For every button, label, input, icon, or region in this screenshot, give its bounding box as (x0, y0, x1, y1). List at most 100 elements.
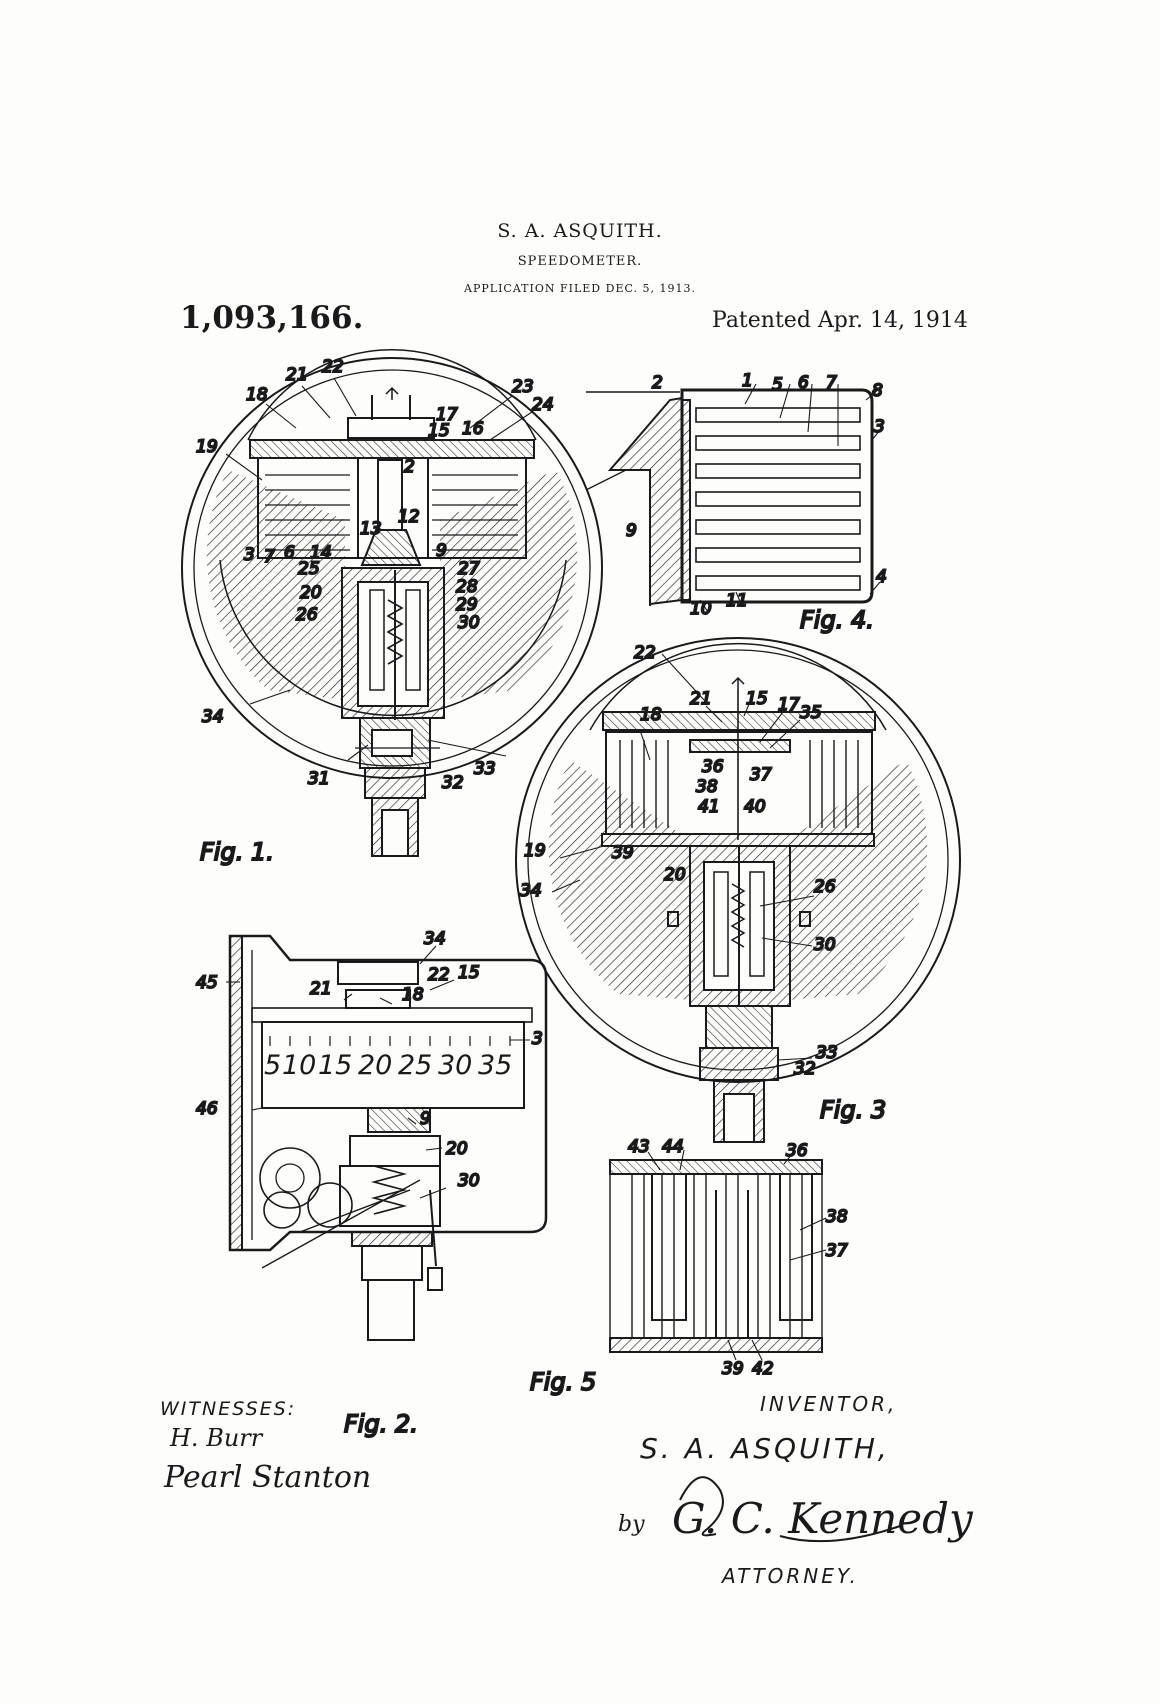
fig1-ref-21: 21 (286, 365, 308, 385)
fig4-label: Fig. 4. (800, 606, 874, 634)
fig3-ref-20: 20 (664, 865, 686, 885)
dial-number: 15 (318, 1050, 352, 1081)
fig3-ref-21: 21 (690, 689, 712, 709)
fig4-ref-9: 9 (626, 521, 637, 541)
fig1-ref-18: 18 (246, 385, 268, 405)
fig5-ref-36: 36 (786, 1141, 808, 1161)
patent-number: 1,093,166. (180, 300, 364, 336)
dial-number: 10 (282, 1050, 316, 1081)
fig4-ref-5: 5 (772, 375, 783, 395)
fig3-ref-37: 37 (750, 765, 772, 785)
witnesses-label: WITNESSES: (160, 1398, 297, 1420)
attorney-label: ATTORNEY. (722, 1564, 859, 1588)
fig1-ref-12: 12 (398, 507, 420, 527)
fig2-dial-scale: 5 10 15 20 25 30 35 (264, 1050, 512, 1081)
fig1-ref-16: 16 (462, 419, 484, 439)
inventor-label: INVENTOR, (760, 1392, 898, 1416)
fig4-ref-1: 1 (742, 371, 753, 391)
dial-number: 35 (478, 1050, 512, 1081)
fig5-ref-42: 42 (752, 1359, 774, 1379)
fig3-ref-22: 22 (634, 643, 656, 663)
fig1-ref-17: 17 (436, 405, 458, 425)
fig3-ref-40: 40 (744, 797, 766, 817)
fig1-ref-31: 31 (308, 769, 330, 789)
witness-signature-1: H. Burr (170, 1424, 263, 1452)
fig1-ref-13: 13 (360, 519, 382, 539)
fig4-ref-3: 3 (874, 417, 885, 437)
fig2-ref-34: 34 (424, 929, 446, 949)
fig2-label: Fig. 2. (344, 1410, 418, 1438)
fig1-ref-32: 32 (442, 773, 464, 793)
signature-flourishes (679, 1476, 901, 1543)
fig2-ref-45: 45 (196, 973, 218, 993)
fig3-ref-39: 39 (612, 843, 634, 863)
figure-2: 5 10 15 20 25 30 35 (195, 928, 548, 1439)
fig3-ref-30: 30 (814, 935, 836, 955)
by-label: by (618, 1512, 645, 1537)
fig4-ref-7: 7 (826, 373, 837, 393)
dial-number: 30 (438, 1050, 472, 1081)
fig4-ref-10: 10 (690, 599, 712, 619)
patent-date: Patented Apr. 14, 1914 (712, 308, 968, 333)
fig3-ref-41: 41 (698, 797, 720, 817)
witness-signature-2: Pearl Stanton (164, 1460, 372, 1495)
fig1-ref-34: 34 (202, 707, 224, 727)
fig3-ref-32: 32 (794, 1059, 816, 1079)
dial-number: 20 (358, 1050, 392, 1081)
fig1-ref-26: 26 (296, 605, 318, 625)
fig5-ref-43: 43 (628, 1137, 650, 1157)
fig1-label: Fig. 1. (200, 838, 274, 866)
fig1-ref-33: 33 (474, 759, 496, 779)
header-inventor: S. A. ASQUITH. (497, 220, 663, 242)
fig1-ref-25: 25 (298, 559, 320, 579)
fig3-ref-15: 15 (746, 689, 768, 709)
fig5-ref-38: 38 (826, 1207, 848, 1227)
fig1-ref-20: 20 (300, 583, 322, 603)
fig5-ref-37: 37 (826, 1241, 848, 1261)
fig4-ref-8: 8 (872, 381, 883, 401)
fig3-ref-34: 34 (520, 881, 542, 901)
fig2-ref-46: 46 (196, 1099, 218, 1119)
fig1-ref-9: 9 (436, 541, 447, 561)
fig3-ref-33: 33 (816, 1043, 838, 1063)
fig1-ref-19: 19 (196, 437, 218, 457)
header-title: SPEEDOMETER. (517, 254, 643, 269)
header-filing-date: APPLICATION FILED DEC. 5, 1913. (464, 282, 696, 295)
fig2-ref-18: 18 (402, 985, 424, 1005)
fig1-ref-14: 14 (310, 543, 332, 563)
fig1-ref-22: 22 (322, 357, 344, 377)
fig5-ref-39: 39 (722, 1359, 744, 1379)
fig1-ref-7: 7 (264, 547, 275, 567)
fig2-ref-3: 3 (532, 1029, 543, 1049)
fig2-ref-22: 22 (428, 965, 450, 985)
fig4-ref-6: 6 (798, 373, 809, 393)
fig2-ref-20: 20 (446, 1139, 468, 1159)
fig3-ref-38: 38 (696, 777, 718, 797)
figure-1: 22 21 18 23 24 17 15 16 19 2 12 13 3 7 6… (181, 348, 603, 867)
fig4-ref-4: 4 (876, 567, 887, 587)
fig4-ref-2: 2 (652, 373, 663, 393)
fig1-ref-30: 30 (458, 613, 480, 633)
fig1-ref-28: 28 (456, 577, 478, 597)
fig2-ref-21: 21 (310, 979, 332, 999)
attorney-signature: G. C. Kennedy (672, 1494, 973, 1543)
fig4-ref-11: 11 (726, 591, 748, 611)
fig2-ref-15: 15 (458, 963, 480, 983)
figure-3: 22 15 21 17 18 35 36 37 38 41 40 19 39 3… (515, 637, 961, 1143)
fig3-ref-18: 18 (640, 705, 662, 725)
fig3-ref-17: 17 (778, 695, 800, 715)
dial-number: 5 (264, 1050, 281, 1081)
fig2-ref-9: 9 (420, 1109, 431, 1129)
fig3-ref-26: 26 (814, 877, 836, 897)
fig5-label: Fig. 5 (530, 1368, 596, 1396)
fig1-ref-2: 2 (404, 457, 415, 477)
fig1-ref-23: 23 (512, 377, 534, 397)
fig1-ref-27: 27 (458, 559, 480, 579)
fig3-label: Fig. 3 (820, 1096, 886, 1124)
figure-5: 43 44 36 38 37 39 42 Fig. 5 (529, 1136, 849, 1397)
fig1-ref-15: 15 (428, 421, 450, 441)
fig2-ref-30: 30 (458, 1171, 480, 1191)
inventor-signature: S. A. ASQUITH, (640, 1432, 890, 1465)
